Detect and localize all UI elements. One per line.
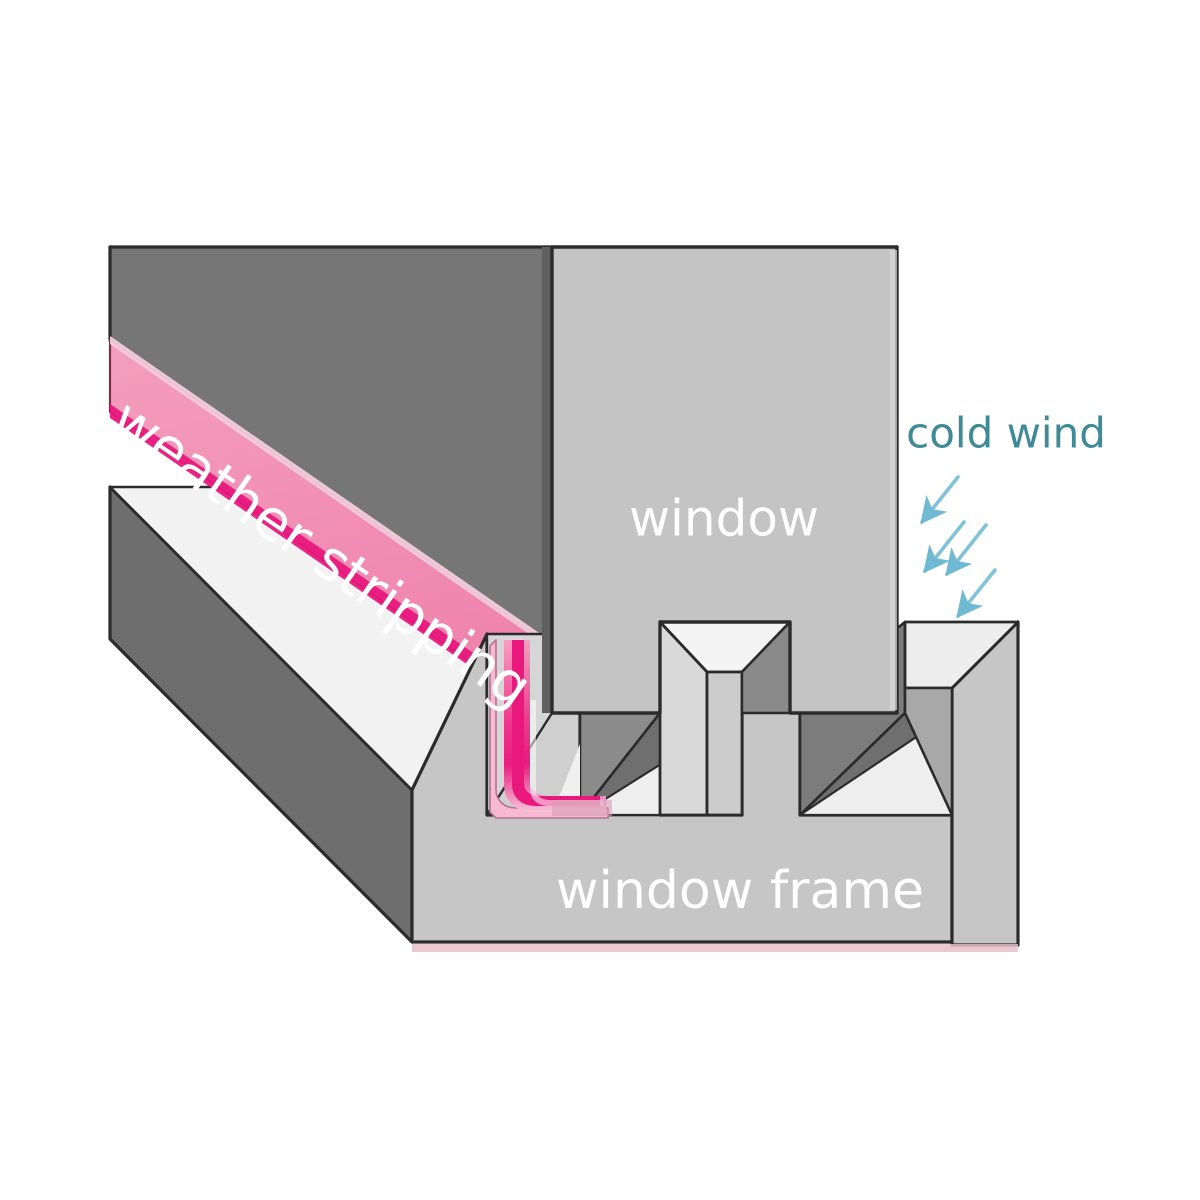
window-dark-left-face: [542, 247, 552, 713]
cold-wind-arrow-4: [956, 568, 997, 619]
weather-stripping-top-rim: [110, 336, 545, 645]
label-window: window: [629, 490, 819, 548]
stripping-tail-shadow-wedge: [552, 800, 612, 816]
frame-bottom-pink-edge: [412, 944, 1018, 952]
frame-right-rim-inner-face: [903, 686, 954, 817]
stripping-tail-pale-body: [489, 639, 609, 819]
weather-stripping-curved-tail: [489, 639, 612, 819]
label-cold-wind: cold wind: [906, 409, 1106, 458]
stripping-tail-mid-band: [504, 640, 606, 812]
cold-wind-arrow-3: [945, 523, 988, 577]
cold-wind-arrow-group: [920, 475, 997, 619]
label-window-frame: window frame: [556, 861, 924, 921]
window-right-edge-highlight: [890, 250, 897, 710]
cold-wind-arrow-1: [920, 475, 960, 525]
frame-tongue-right-face: [705, 670, 744, 817]
window-sash: [542, 245, 899, 715]
stripping-tail-white-gloss: [530, 700, 604, 806]
window-frame-assembly: [108, 245, 1020, 952]
cold-wind-arrow-2: [923, 520, 966, 574]
stripping-tail-bright-core: [512, 640, 600, 806]
weather-stripping-magenta-edge: [110, 404, 542, 716]
